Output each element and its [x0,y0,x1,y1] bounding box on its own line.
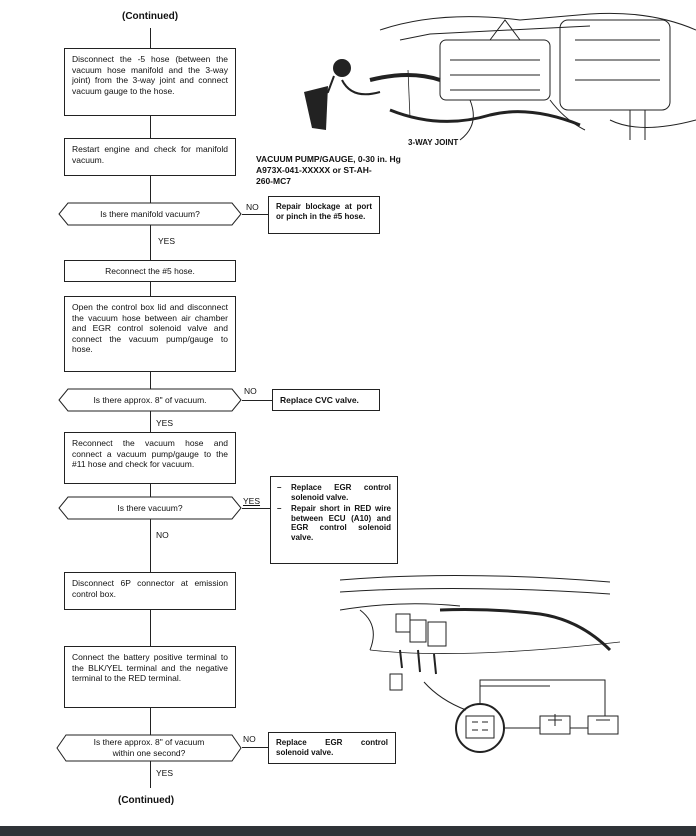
step-text: Reconnect the vacuum hose and connect a … [72,438,228,469]
label-vacuum-gauge-2: A973X-041-XXXXX or ST-AH- [256,165,372,175]
label-3-way-joint: 3-WAY JOINT [408,138,459,147]
question-text: Is there vacuum? [117,503,183,513]
step-text: Open the control box lid and disconnect … [72,302,228,354]
question-text: Is there approx. 8" of vacuum. [93,395,207,405]
answer-no: NO [244,386,257,396]
step-connect-battery: Connect the battery positive terminal to… [64,646,236,708]
action-text: Replace EGR control solenoid valve. [276,738,388,757]
action-text: Replace CVC valve. [280,395,359,405]
answer-yes: YES [243,496,261,506]
connector-line [242,400,272,401]
action-item: Replace EGR control solenoid valve. [277,483,391,502]
answer-yes: YES [156,418,174,428]
continued-bottom: (Continued) [118,795,175,806]
question-text: Is there manifold vacuum? [100,209,200,219]
label-vacuum-gauge-3: 260-MC7 [256,176,291,186]
question-manifold-vacuum: Is there manifold vacuum? [58,202,242,226]
continued-top: (Continued) [122,11,179,22]
step-text: Connect the battery positive terminal to… [72,652,228,683]
engine-vacuum-illustration [290,0,696,150]
connector-line [242,508,270,509]
action-replace-egr-solenoid: Replace EGR control solenoid valve. [268,732,396,764]
question-text-line2: within one second? [112,748,186,758]
connector-drawing [339,574,621,753]
step-text: Restart engine and check for manifold va… [72,144,228,165]
step-disconnect-hose: Disconnect the -5 hose (between the vacu… [64,48,236,116]
question-vacuum-within-one-second: Is there approx. 8" of vacuum within one… [56,734,242,762]
action-list: Replace EGR control solenoid valve. Repa… [277,483,391,542]
step-text: Disconnect the -5 hose (between the vacu… [72,54,228,96]
decision-shape [56,734,242,762]
decision-shape [58,496,242,520]
step-disconnect-6p: Disconnect 6P connector at emission cont… [64,572,236,610]
connector-line [242,747,268,748]
connector-line [242,214,268,215]
decision-shape [58,202,242,226]
decision-shape [58,388,242,412]
action-replace-or-repair: Replace EGR control solenoid valve. Repa… [270,476,398,564]
action-replace-cvc: Replace CVC valve. [272,389,380,411]
question-text-line1: Is there approx. 8" of vacuum [93,737,205,747]
engine-bay-drawing [304,12,696,141]
answer-no: NO [156,530,169,540]
answer-no: NO [246,202,259,212]
action-repair-blockage: Repair blockage at port or pinch in the … [268,196,380,234]
action-item: Repair short in RED wire between ECU (A1… [277,504,391,542]
step-text: Reconnect the #5 hose. [105,266,195,276]
bottom-bar [0,826,696,836]
answer-yes: YES [158,236,176,246]
step-restart-engine: Restart engine and check for manifold va… [64,138,236,176]
question-approx-8-vacuum: Is there approx. 8" of vacuum. [58,388,242,412]
answer-yes: YES [156,768,174,778]
action-text: Repair blockage at port or pinch in the … [276,202,372,221]
connector-battery-illustration [339,570,680,770]
step-text: Disconnect 6P connector at emission cont… [72,578,228,599]
answer-no: NO [243,734,256,744]
label-vacuum-gauge-1: VACUUM PUMP/GAUGE, 0-30 in. Hg [256,154,401,164]
step-open-control-box: Open the control box lid and disconnect … [64,296,236,372]
step-reconnect-hose: Reconnect the #5 hose. [64,260,236,282]
question-is-there-vacuum: Is there vacuum? [58,496,242,520]
step-reconnect-vacuum-hose: Reconnect the vacuum hose and connect a … [64,432,236,484]
vacuum-gauge [304,59,381,130]
